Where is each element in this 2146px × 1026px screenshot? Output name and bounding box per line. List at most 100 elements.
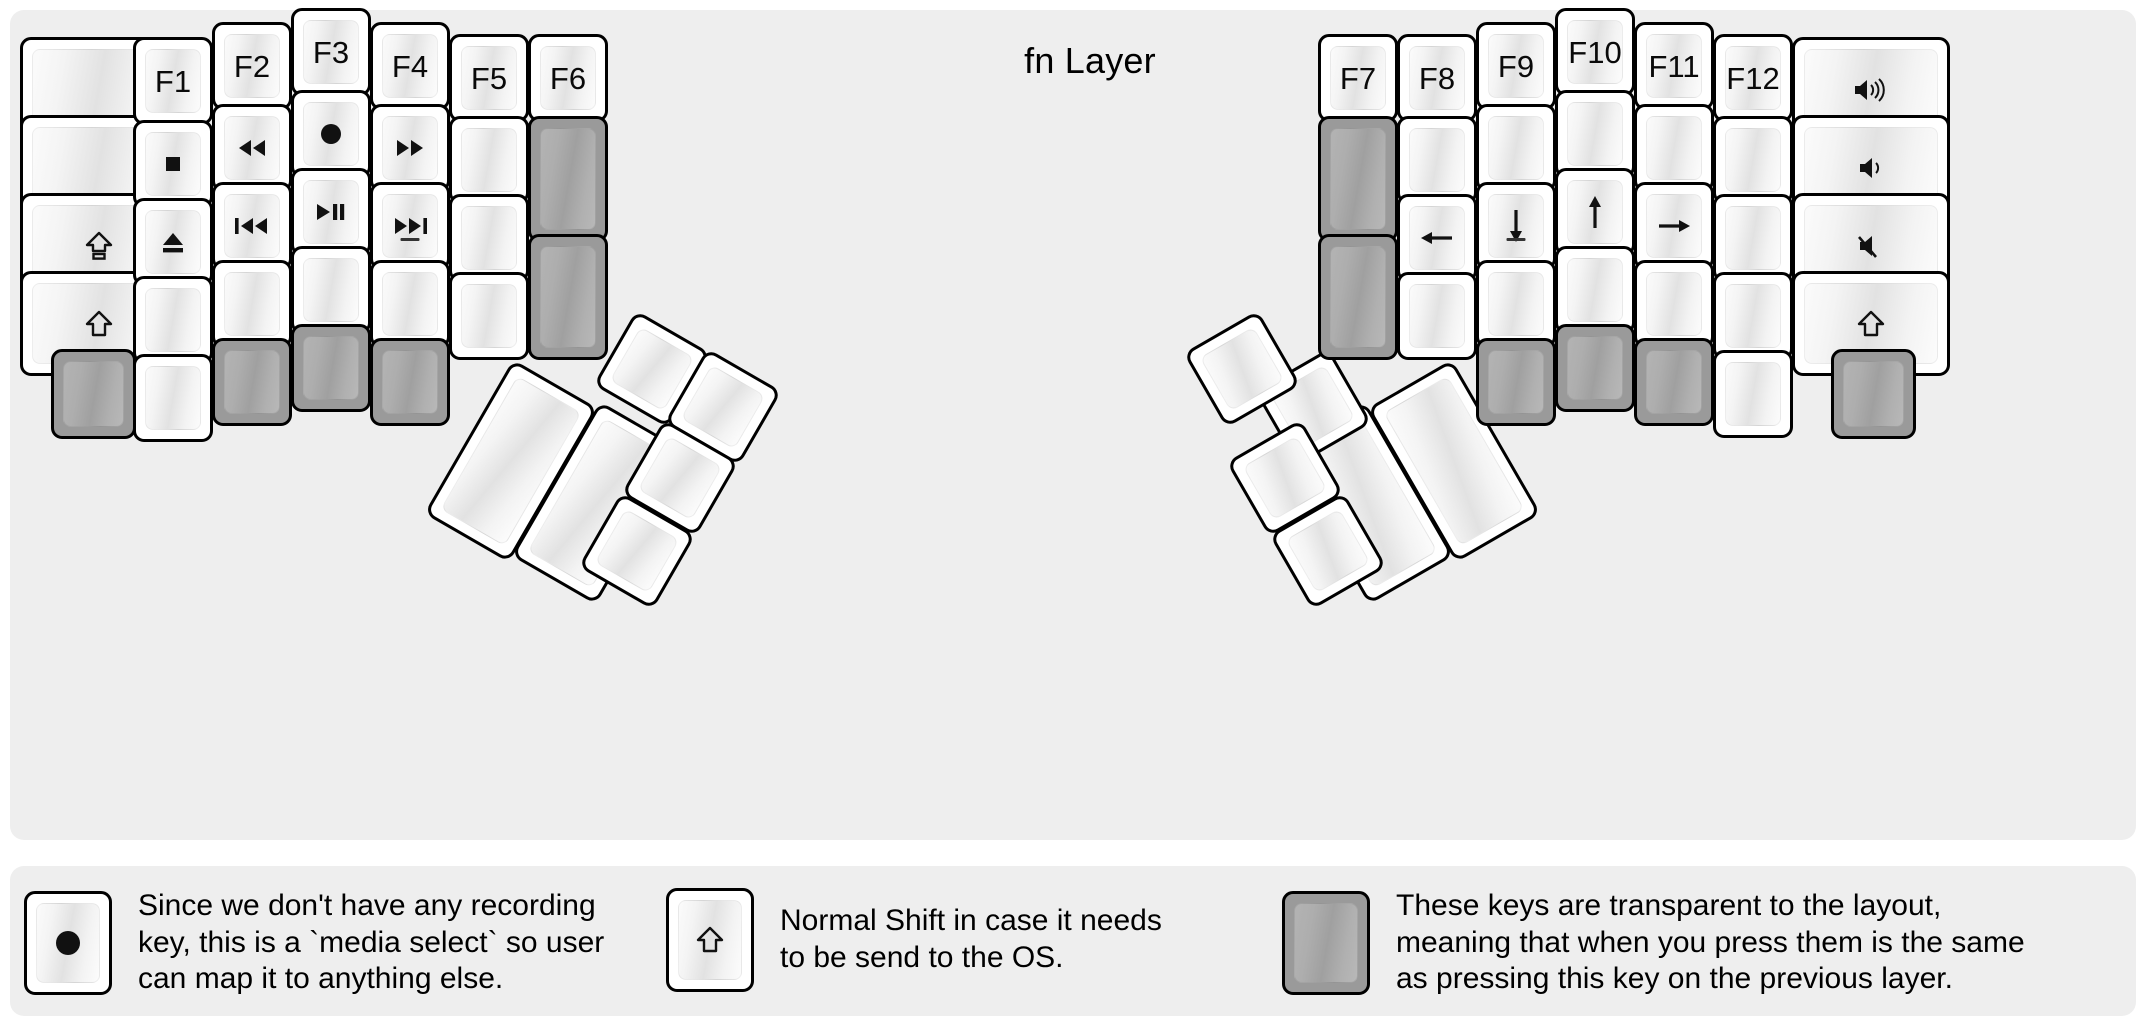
key-label: F1: [154, 63, 192, 99]
key-right-c1-r2-left[interactable]: [1397, 194, 1477, 282]
key-left-c0-r4-transparent[interactable]: [51, 349, 136, 439]
arrow-up-icon: [1583, 193, 1607, 231]
shift-icon: [1856, 308, 1886, 340]
key-label: F7: [1339, 60, 1377, 96]
key-underbar-indicator: [1506, 238, 1526, 241]
legend-item-shift: Normal Shift in case it needs to be send…: [666, 888, 1162, 992]
key-label: F2: [233, 48, 271, 84]
key-left-c5-r2[interactable]: [449, 194, 529, 282]
legend-text: These keys are transparent to the layout…: [1396, 889, 2025, 996]
key-label: F10: [1568, 34, 1622, 70]
key-left-c3-r3[interactable]: [291, 246, 371, 334]
key-right-c3-r2-up[interactable]: [1555, 168, 1635, 256]
key-left-c4-r3[interactable]: [370, 260, 450, 348]
legend-text: Normal Shift in case it needs to be send…: [780, 904, 1162, 974]
legend-item-transparent: These keys are transparent to the layout…: [1282, 888, 2025, 998]
key-left-c3-r4-transparent[interactable]: [291, 324, 371, 412]
key-left-c2-r4-transparent[interactable]: [212, 338, 292, 426]
key-left-c2-r1-rewind[interactable]: [212, 104, 292, 192]
media-record-icon: [53, 928, 83, 958]
arrow-right-icon: [1655, 214, 1693, 238]
key-right-c3-r1[interactable]: [1555, 90, 1635, 178]
page-title: fn Layer: [1024, 40, 1156, 81]
key-right-c4-r3[interactable]: [1634, 260, 1714, 348]
key-left-c2-r0-f2[interactable]: F2: [212, 22, 292, 110]
key-left-c6-r0-f6[interactable]: F6: [528, 34, 608, 122]
key-left-c6-r1-transparent[interactable]: [528, 116, 608, 242]
key-right-c1-r3[interactable]: [1397, 272, 1477, 360]
key-right-c5-r4[interactable]: [1713, 350, 1793, 438]
volume-down-icon: [1856, 154, 1886, 182]
key-right-c3-r0-f10[interactable]: F10: [1555, 8, 1635, 96]
shift-icon: [695, 924, 725, 956]
volume-mute-icon: [1856, 232, 1886, 260]
key-left-c1-r1-stop[interactable]: [133, 120, 213, 208]
media-fast-forward-icon: [393, 138, 427, 158]
media-next-icon: [391, 216, 429, 236]
key-left-c1-r2-eject[interactable]: [133, 198, 213, 286]
key-label: F3: [312, 34, 350, 70]
key-right-c0-r0-f7[interactable]: F7: [1318, 34, 1398, 122]
key-left-c1-r3[interactable]: [133, 276, 213, 364]
key-label: F5: [470, 60, 508, 96]
key-right-c0-r1-transparent[interactable]: [1318, 116, 1398, 242]
key-left-c2-r3[interactable]: [212, 260, 292, 348]
media-rewind-icon: [235, 138, 269, 158]
key-left-c5-r1[interactable]: [449, 116, 529, 204]
key-left-c1-r0-f1[interactable]: F1: [133, 37, 213, 125]
key-left-c1-r4[interactable]: [133, 354, 213, 442]
key-right-c6-r4-transparent[interactable]: [1831, 349, 1916, 439]
key-right-c5-r1[interactable]: [1713, 116, 1793, 204]
key-label: F9: [1497, 48, 1535, 84]
key-right-c5-r2[interactable]: [1713, 194, 1793, 282]
arrow-left-icon: [1418, 226, 1456, 250]
key-right-c2-r1[interactable]: [1476, 104, 1556, 192]
key-left-c3-r2-playpause[interactable]: [291, 168, 371, 256]
legend-key-transparent: [1282, 890, 1370, 995]
media-record-icon: [318, 121, 344, 147]
key-right-c4-r2-right[interactable]: [1634, 182, 1714, 270]
legend-item-record: Since we don't have any recording key, t…: [24, 888, 604, 998]
key-left-c5-r0-f5[interactable]: F5: [449, 34, 529, 122]
key-right-c4-r4-transparent[interactable]: [1634, 338, 1714, 426]
key-left-c3-r1-record[interactable]: [291, 90, 371, 178]
key-label: F8: [1418, 60, 1456, 96]
media-play-pause-icon: [314, 202, 348, 222]
key-right-c2-r3[interactable]: [1476, 260, 1556, 348]
key-right-c4-r1[interactable]: [1634, 104, 1714, 192]
media-eject-icon: [160, 229, 186, 255]
key-left-c4-r2-next[interactable]: [370, 182, 450, 270]
volume-up-icon: [1851, 76, 1891, 104]
key-left-c3-r0-f3[interactable]: F3: [291, 8, 371, 96]
key-left-c5-r3[interactable]: [449, 272, 529, 360]
media-previous-icon: [233, 216, 271, 236]
caps-lock-icon: [84, 230, 114, 262]
key-left-c4-r0-f4[interactable]: F4: [370, 22, 450, 110]
key-left-c2-r2-prev[interactable]: [212, 182, 292, 270]
key-right-c0-r2-transparent[interactable]: [1318, 234, 1398, 360]
key-right-c5-r3[interactable]: [1713, 272, 1793, 360]
key-left-c6-r2-transparent[interactable]: [528, 234, 608, 360]
media-stop-icon: [161, 152, 185, 176]
key-right-c1-r0-f8[interactable]: F8: [1397, 34, 1477, 122]
key-right-c5-r0-f12[interactable]: F12: [1713, 34, 1793, 122]
key-label: F4: [391, 48, 429, 84]
legend-text: Since we don't have any recording key, t…: [138, 889, 605, 996]
key-left-c4-r1-ffwd[interactable]: [370, 104, 450, 192]
key-right-c3-r4-transparent[interactable]: [1555, 324, 1635, 412]
key-right-c2-r0-f9[interactable]: F9: [1476, 22, 1556, 110]
key-right-c1-r1[interactable]: [1397, 116, 1477, 204]
key-right-c2-r4-transparent[interactable]: [1476, 338, 1556, 426]
key-label: F11: [1648, 48, 1700, 84]
key-left-c4-r4-transparent[interactable]: [370, 338, 450, 426]
key-right-c2-r2-down[interactable]: [1476, 182, 1556, 270]
shift-icon: [84, 308, 114, 340]
key-right-c3-r3[interactable]: [1555, 246, 1635, 334]
arrow-down-icon: [1504, 207, 1528, 245]
legend-panel: [10, 866, 2136, 1016]
legend-key-record: [24, 890, 112, 995]
key-label: F6: [549, 60, 587, 96]
key-right-c4-r0-f11[interactable]: F11: [1634, 22, 1714, 110]
legend-key-shift: [666, 888, 754, 992]
